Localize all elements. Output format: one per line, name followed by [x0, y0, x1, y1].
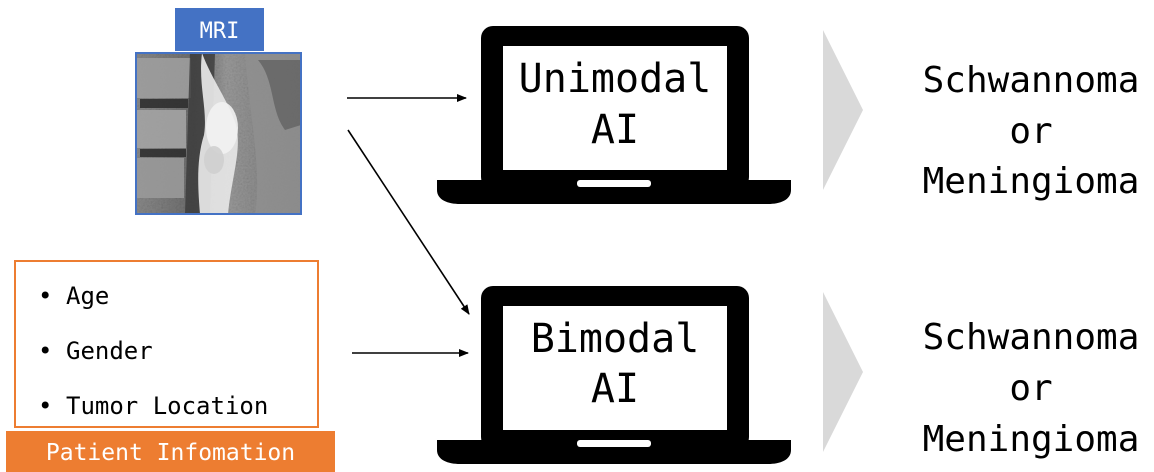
patient-info-item-age: Age [66, 282, 109, 310]
laptop-icon [437, 26, 791, 204]
unimodal-ai-title: Unimodal [519, 56, 712, 102]
patient-info-item-gender: Gender [66, 337, 153, 365]
output-2-line-2: or [1009, 368, 1052, 409]
chevron-right-icon [823, 292, 863, 452]
chevron-right-icon [823, 30, 863, 190]
bullet-icon: • [38, 337, 52, 365]
patient-info-item-tumor-location: Tumor Location [66, 392, 268, 420]
unimodal-ai-subtitle: AI [591, 107, 639, 153]
mri-label: MRI [175, 8, 264, 51]
output-1-line-3: Meningioma [923, 161, 1140, 202]
mri-image-frame [135, 52, 302, 215]
output-1-line-1: Schwannoma [923, 60, 1140, 101]
bullet-icon: • [38, 392, 52, 420]
patient-info-box: • Age • Gender • Tumor Location [14, 260, 319, 428]
patient-info-label-text: Patient Infomation [46, 440, 295, 466]
output-2-line-3: Meningioma [923, 419, 1140, 460]
arrow-mri-to-bimodal [347, 129, 470, 315]
bimodal-ai-subtitle: AI [591, 366, 639, 412]
bimodal-ai-title: Bimodal [531, 316, 700, 362]
mri-scan-image [136, 53, 301, 214]
laptop-icon [437, 286, 791, 464]
bullet-icon: • [38, 282, 52, 310]
patient-info-label: Patient Infomation [6, 431, 335, 472]
output-1-line-2: or [1009, 111, 1052, 152]
output-2-line-1: Schwannoma [923, 317, 1140, 358]
mri-label-text: MRI [200, 19, 240, 44]
